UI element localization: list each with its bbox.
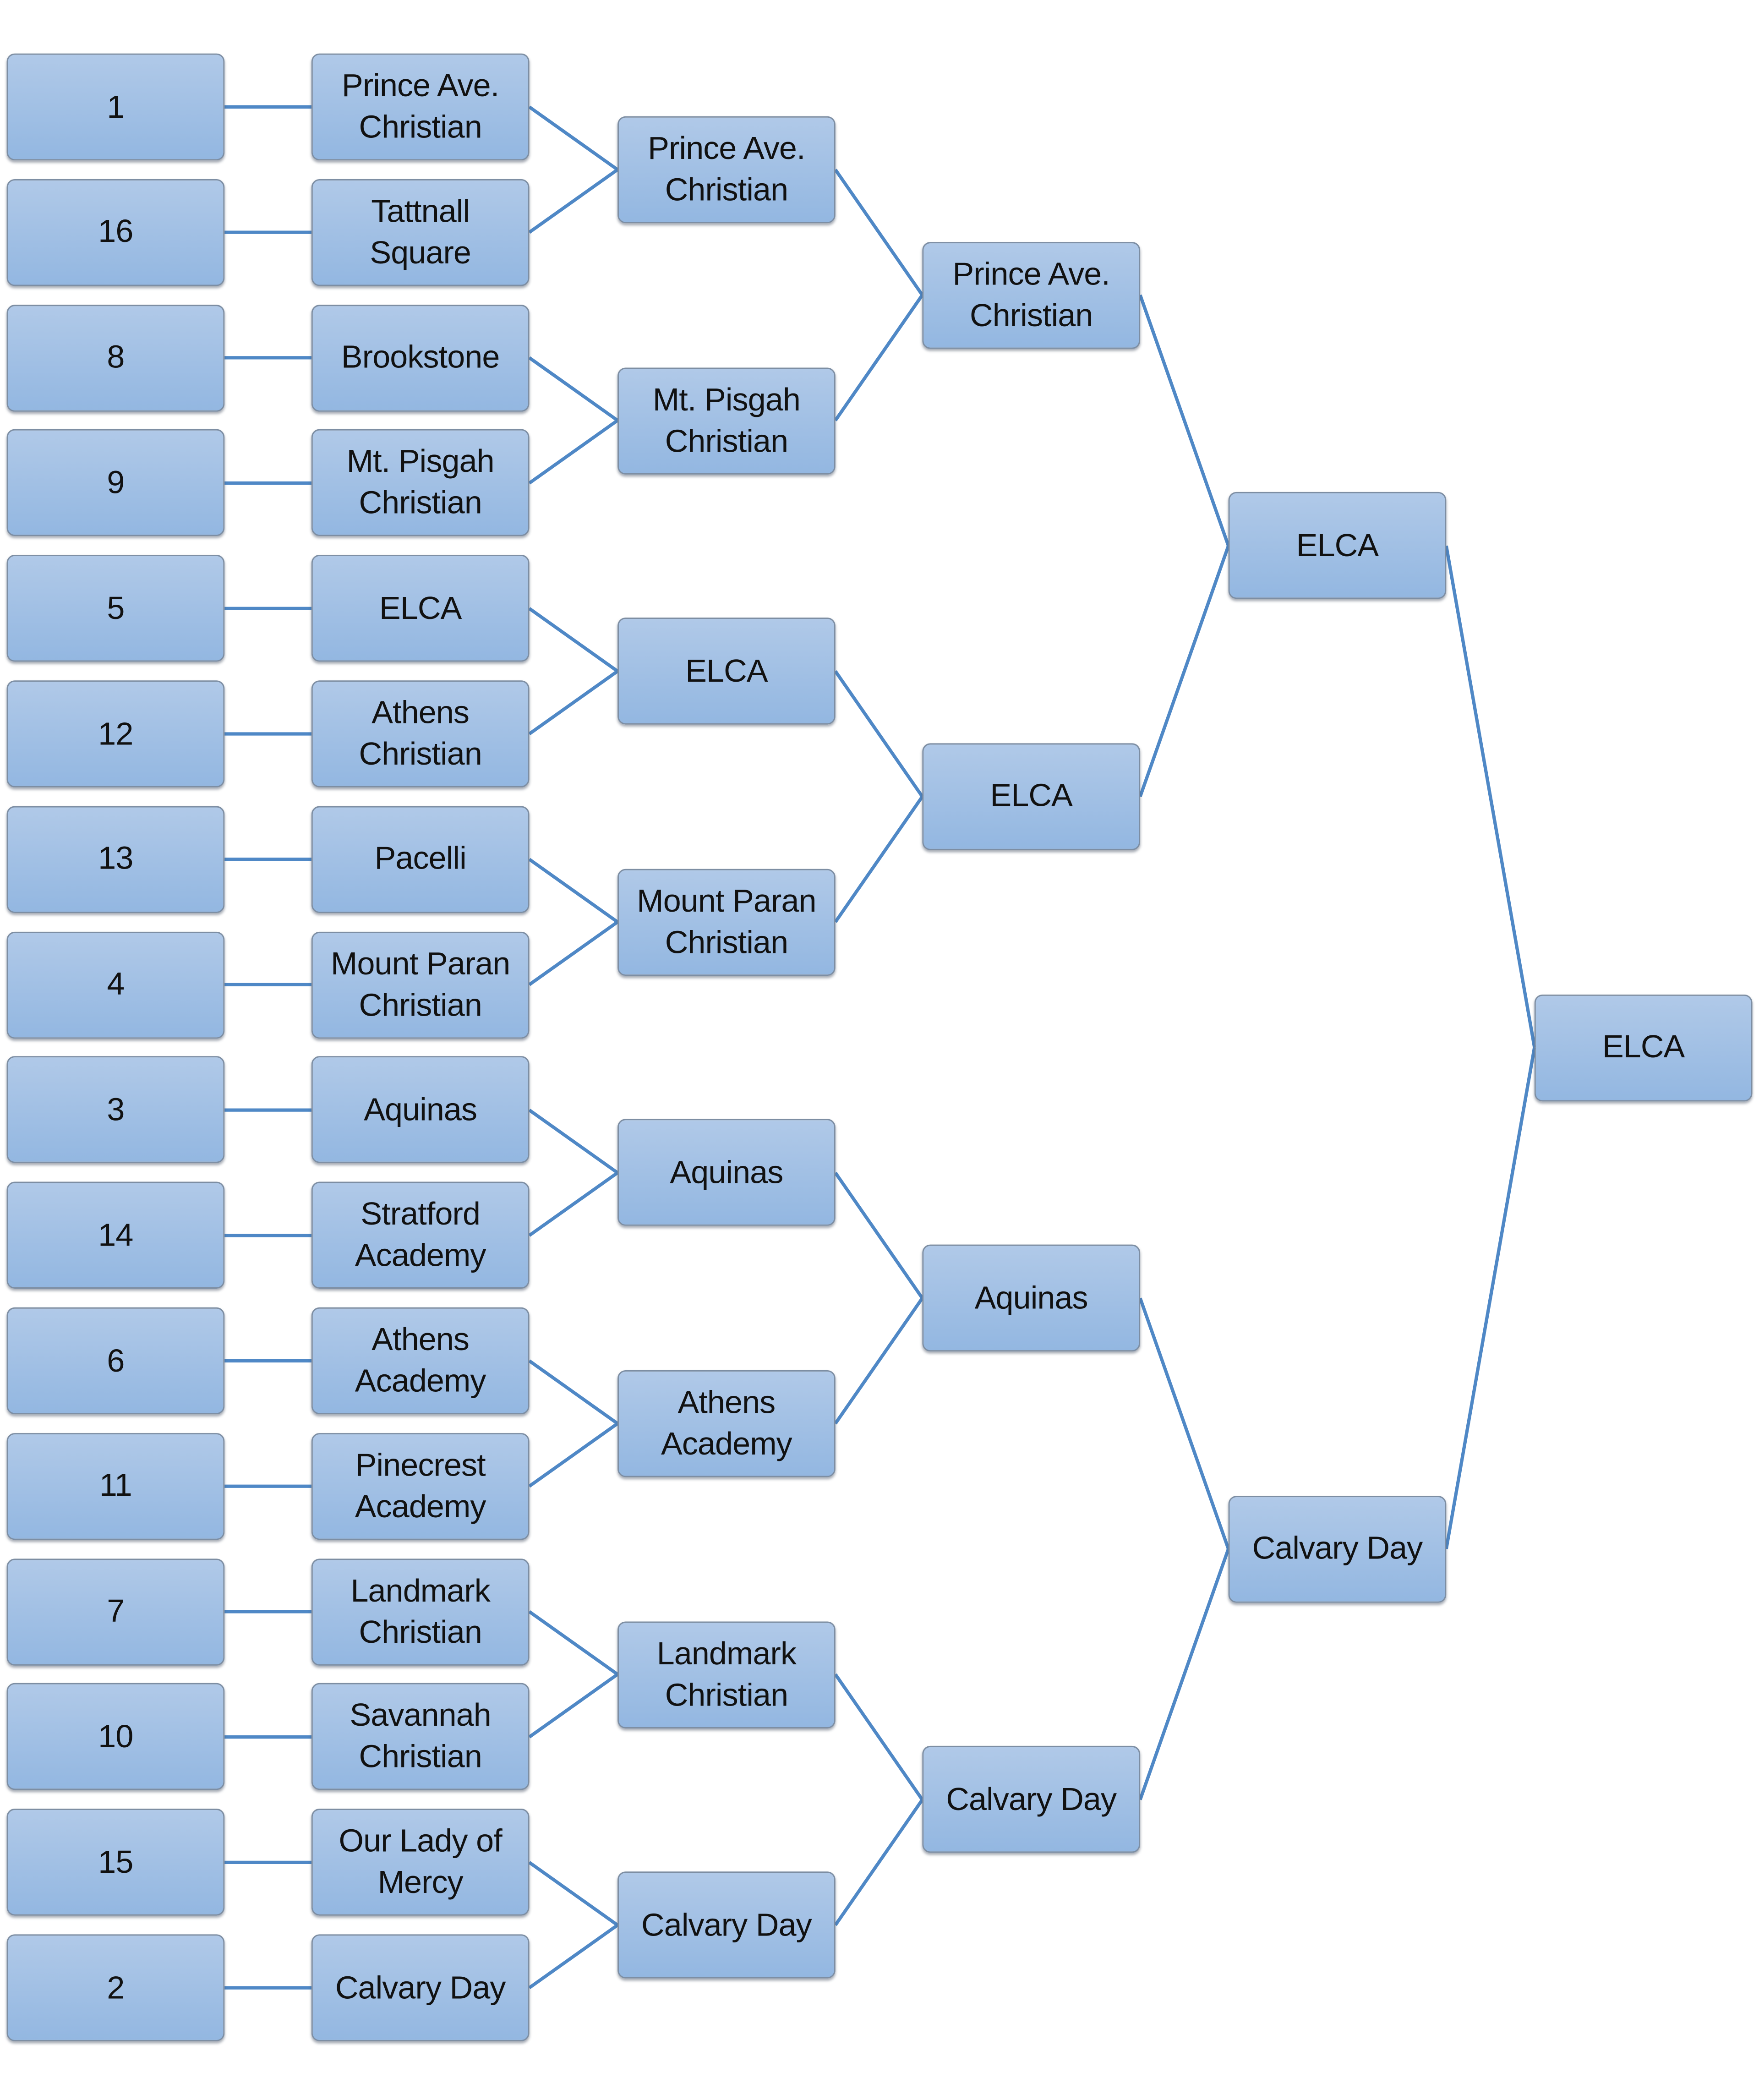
seed-box: 8: [6, 304, 225, 411]
team-box-round-3: Calvary Day: [922, 1746, 1141, 1854]
seed-box: 12: [6, 680, 225, 788]
team-box-round-1: Athens Academy: [311, 1307, 530, 1415]
connector-line: [528, 1924, 619, 1990]
connector-line: [528, 1359, 619, 1425]
team-box-round-2: Mount Paran Christian: [617, 868, 836, 976]
connector-line: [834, 1297, 924, 1425]
connector-line: [834, 294, 924, 421]
connector-line: [834, 1673, 924, 1801]
connector-line: [528, 419, 619, 485]
team-box-round-1: Savannah Christian: [311, 1683, 530, 1791]
connector-line: [1138, 545, 1230, 798]
team-box-round-2: Aquinas: [617, 1119, 836, 1226]
connector-line: [528, 1673, 619, 1739]
seed-box: 11: [6, 1433, 225, 1540]
team-box-round-2: Mt. Pisgah Christian: [617, 366, 836, 474]
team-box-round-1: Landmark Christian: [311, 1558, 530, 1665]
team-box-round-3: Prince Ave. Christian: [922, 241, 1141, 349]
connector-line: [528, 168, 619, 234]
connector-line: [528, 1422, 619, 1488]
seed-box: 7: [6, 1558, 225, 1665]
team-box-round-1: Prince Ave. Christian: [311, 53, 530, 161]
connector-line: [528, 1610, 619, 1676]
connector-line: [1444, 545, 1536, 1048]
team-box-round-2: Landmark Christian: [617, 1621, 836, 1728]
team-box-round-1: Calvary Day: [311, 1934, 530, 2041]
connector-line: [1138, 1548, 1230, 1800]
seed-box: 16: [6, 179, 225, 286]
connector-line: [528, 920, 619, 986]
connector-line: [528, 1171, 619, 1237]
seed-box: 14: [6, 1182, 225, 1289]
team-box-round-1: Tattnall Square: [311, 179, 530, 286]
connector-line: [528, 670, 619, 735]
connector-line: [834, 795, 924, 923]
team-box-round-4: ELCA: [1228, 492, 1447, 600]
team-box-round-1: Mt. Pisgah Christian: [311, 429, 530, 537]
seed-box: 2: [6, 1934, 225, 2041]
team-box-round-1: Mount Paran Christian: [311, 931, 530, 1039]
connector-line: [834, 169, 924, 296]
team-box-round-3: Aquinas: [922, 1244, 1141, 1352]
team-box-round-1: Athens Christian: [311, 680, 530, 788]
connector-line: [528, 356, 619, 422]
connector-line: [834, 1799, 924, 1926]
connector-line: [1138, 294, 1230, 547]
seed-box: 13: [6, 805, 225, 913]
team-box-round-2: Calvary Day: [617, 1871, 836, 1979]
team-box-round-2: Athens Academy: [617, 1370, 836, 1477]
seed-box: 9: [6, 429, 225, 537]
seed-box: 1: [6, 53, 225, 161]
team-box-round-1: Stratford Academy: [311, 1182, 530, 1289]
connector-line: [528, 858, 619, 924]
team-box-round-2: ELCA: [617, 618, 836, 725]
seed-box: 5: [6, 555, 225, 662]
team-box-round-2: Prince Ave. Christian: [617, 116, 836, 223]
connector-line: [834, 670, 924, 798]
team-box-round-1: ELCA: [311, 555, 530, 662]
team-box-round-1: Brookstone: [311, 304, 530, 411]
champion-box: ELCA: [1534, 994, 1753, 1101]
seed-box: 4: [6, 931, 225, 1039]
team-box-round-1: Pinecrest Academy: [311, 1433, 530, 1540]
seed-box: 3: [6, 1056, 225, 1164]
team-box-round-3: ELCA: [922, 743, 1141, 850]
team-box-round-1: Aquinas: [311, 1056, 530, 1164]
connector-line: [1138, 1297, 1230, 1550]
team-box-round-1: Pacelli: [311, 805, 530, 913]
team-box-round-1: Our Lady of Mercy: [311, 1809, 530, 1916]
seed-box: 6: [6, 1307, 225, 1415]
connector-line: [528, 105, 619, 171]
team-box-round-4: Calvary Day: [1228, 1495, 1447, 1602]
connector-line: [528, 1861, 619, 1927]
connector-line: [528, 1109, 619, 1174]
seed-box: 15: [6, 1809, 225, 1916]
seed-box: 10: [6, 1683, 225, 1791]
connector-line: [1444, 1047, 1536, 1549]
connector-line: [834, 1171, 924, 1299]
connector-line: [528, 607, 619, 673]
